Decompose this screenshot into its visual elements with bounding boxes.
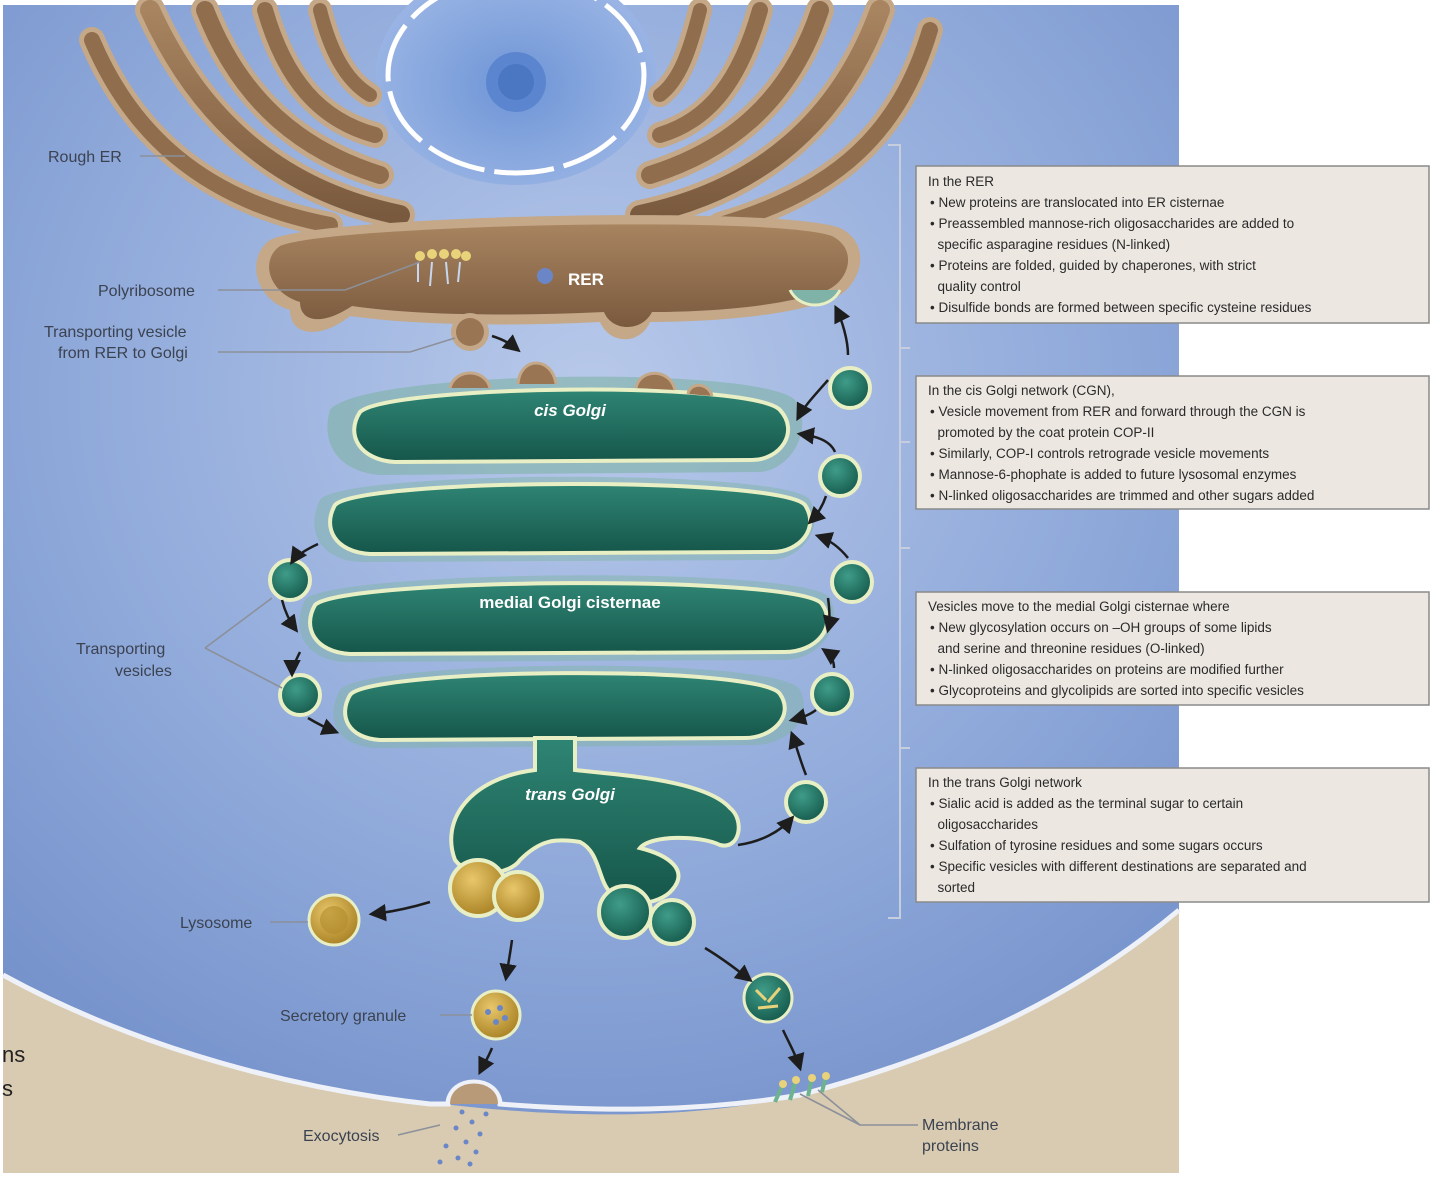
info-box-cis-golgi: In the cis Golgi network (CGN), • Vesicl… xyxy=(915,375,1430,510)
rer-label: RER xyxy=(568,270,604,289)
info-box-medial-golgi: Vesicles move to the medial Golgi cister… xyxy=(915,591,1430,706)
rough-er xyxy=(79,0,943,238)
info-box-title: In the RER xyxy=(928,174,994,189)
info-box-line: • Similarly, COP-I controls retrograde v… xyxy=(930,446,1269,461)
info-box-title: In the trans Golgi network xyxy=(928,775,1082,790)
membrane-protein-vesicle xyxy=(742,972,794,1024)
info-box-line: quality control xyxy=(930,279,1021,294)
membrane-proteins-label-1: Membrane xyxy=(922,1117,999,1134)
info-box-line: • Proteins are folded, guided by chapero… xyxy=(930,258,1256,273)
cropped-text-fragment-b: s xyxy=(2,1076,13,1101)
medial-golgi-label: medial Golgi cisternae xyxy=(479,593,660,612)
lysosome-label: Lysosome xyxy=(180,915,252,932)
flow-arrows xyxy=(280,304,851,1076)
transport-vesicle-label-1: Transporting vesicle xyxy=(44,324,187,341)
membrane-proteins-label-2: proteins xyxy=(922,1138,979,1155)
info-box-line: • New glycosylation occurs on –OH groups… xyxy=(930,620,1272,635)
lysosome xyxy=(307,893,361,947)
info-box-line: • New proteins are translocated into ER … xyxy=(930,195,1224,210)
info-box-line: • Preassembled mannose-rich oligosacchar… xyxy=(930,216,1294,231)
transport-vesicle-label-2: from RER to Golgi xyxy=(58,345,188,362)
cis-golgi-label: cis Golgi xyxy=(534,401,607,420)
info-box-line: sorted xyxy=(930,880,975,895)
info-box-line: • Glycoproteins and glycolipids are sort… xyxy=(930,683,1304,698)
cropped-text-fragment-a: ns xyxy=(2,1042,25,1067)
rer-cisterna: RER xyxy=(256,215,861,340)
secretory-granule-label: Secretory granule xyxy=(280,1008,406,1025)
info-box-line: and serine and threonine residues (O-lin… xyxy=(930,641,1205,656)
info-box-line: • Specific vesicles with different desti… xyxy=(930,859,1307,874)
info-box-rer: In the RER • New proteins are translocat… xyxy=(915,165,1430,324)
info-box-line: • Sialic acid is added as the terminal s… xyxy=(930,796,1243,811)
exocytosis-site xyxy=(437,1079,502,1167)
info-box-line: • N-linked oligosaccharides on proteins … xyxy=(930,662,1284,677)
leader-lines xyxy=(140,155,918,1136)
secretory-granule xyxy=(470,989,522,1041)
polyribosome xyxy=(415,249,553,287)
transporting-vesicles xyxy=(268,366,874,824)
stage-bracket xyxy=(888,144,910,919)
info-box-line: • Vesicle movement from RER and forward … xyxy=(930,404,1306,419)
info-box-line: oligosaccharides xyxy=(930,817,1038,832)
transporting-label-1: Transporting xyxy=(76,641,165,658)
golgi-stack: cis Golgi medial Golgi cisternae trans G… xyxy=(299,361,834,946)
nucleus xyxy=(376,0,656,185)
info-box-line: • Mannose-6-phophate is added to future … xyxy=(930,467,1297,482)
info-box-trans-golgi: In the trans Golgi network • Sialic acid… xyxy=(915,767,1430,903)
plasma-membrane xyxy=(1,908,1181,1112)
info-box-line: promoted by the coat protein COP-II xyxy=(930,425,1154,440)
info-box-line: specific asparagine residues (N-linked) xyxy=(930,237,1170,252)
polyribosome-label: Polyribosome xyxy=(98,283,195,300)
trans-golgi-label: trans Golgi xyxy=(525,785,616,804)
rough-er-label: Rough ER xyxy=(48,149,122,166)
transporting-label-2: vesicles xyxy=(115,663,172,680)
membrane-proteins xyxy=(773,1072,830,1103)
info-box-line: • N-linked oligosaccharides are trimmed … xyxy=(930,488,1314,503)
exocytosis-label: Exocytosis xyxy=(303,1128,379,1145)
info-box-title: Vesicles move to the medial Golgi cister… xyxy=(928,599,1230,614)
info-box-line: • Disulfide bonds are formed between spe… xyxy=(930,300,1312,315)
info-box-title: In the cis Golgi network (CGN), xyxy=(928,383,1115,398)
info-box-line: • Sulfation of tyrosine residues and som… xyxy=(930,838,1263,853)
